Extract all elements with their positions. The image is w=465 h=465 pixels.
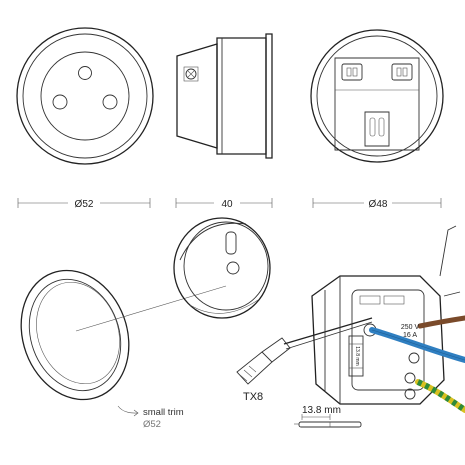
neutral-pin-hole <box>102 94 118 110</box>
earth-terminal-icon <box>364 111 390 147</box>
trim-size: Ø52 <box>143 419 161 430</box>
socket-back-view <box>310 29 444 163</box>
trim-ring <box>20 269 130 401</box>
assembly-axis-line <box>75 285 227 332</box>
trim-title: small trim <box>143 407 184 418</box>
socket-front-view <box>16 27 154 165</box>
cable-stub <box>439 225 457 277</box>
live-pin-hole <box>52 94 68 110</box>
socket-side-view <box>176 33 273 159</box>
rating-current: 16 A <box>403 332 417 339</box>
socket-insert <box>173 217 271 319</box>
strip-length-diagram <box>294 414 362 428</box>
earth-pin-hole <box>78 66 92 80</box>
screw-head-icon <box>183 66 199 82</box>
strip-gauge <box>348 335 364 377</box>
wire-blue <box>369 327 465 363</box>
rating-voltage: 250 V <box>401 324 420 331</box>
curved-arrow-icon <box>117 405 139 414</box>
strip-length-label: 13.8 mm <box>302 405 341 416</box>
dimension-back-diameter: Ø48 <box>369 199 388 210</box>
dimension-front-diameter: Ø52 <box>75 199 94 210</box>
wire-earth-green-yellow <box>415 379 465 413</box>
strip-gauge-mark: 13.8 mm <box>354 346 360 365</box>
wire-brown <box>417 315 465 329</box>
terminal-right-icon <box>391 63 413 81</box>
screwdriver-icon <box>236 317 373 385</box>
tool-label: TX8 <box>243 391 263 403</box>
dimension-lines <box>17 198 442 208</box>
dimension-depth: 40 <box>221 199 233 210</box>
terminal-left-icon <box>341 63 363 81</box>
